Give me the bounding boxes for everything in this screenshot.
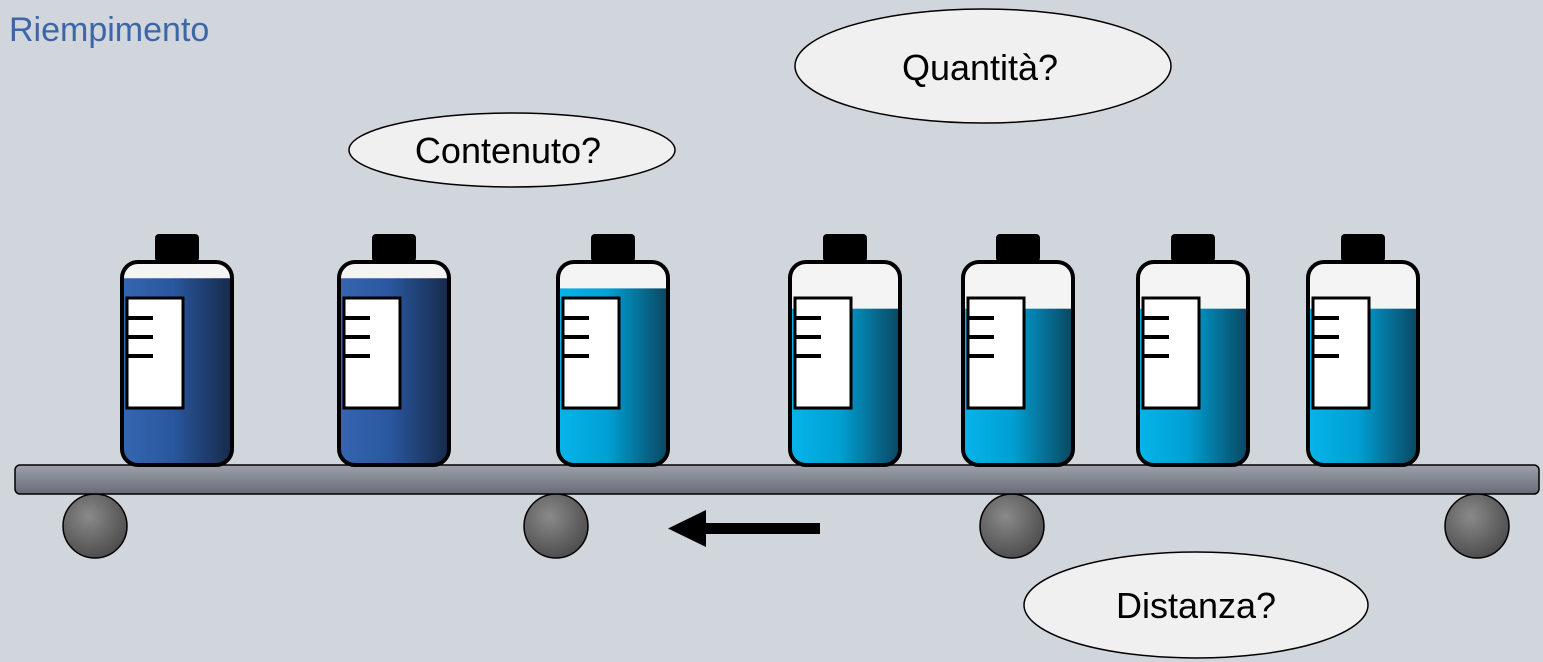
bottle — [1306, 234, 1420, 467]
bubble-distanza-shape — [1023, 551, 1369, 659]
bubble-quantita: Quantità? — [794, 8, 1172, 124]
bottle-cap — [996, 234, 1040, 262]
bottle-cap — [1341, 234, 1385, 262]
bubble-quantita-label: Quantità? — [902, 47, 1058, 88]
bottle — [556, 234, 670, 467]
bottle — [961, 234, 1075, 467]
bottle-cap — [823, 234, 867, 262]
bubble-contenuto-label: Contenuto? — [415, 130, 601, 171]
slide-title: Riempimento — [9, 11, 210, 49]
bottle-label — [342, 296, 402, 410]
bubble-contenuto-shape — [348, 112, 676, 188]
bottle-cap — [155, 234, 199, 262]
wheel — [523, 493, 589, 559]
bubble-distanza: Distanza? — [1023, 551, 1369, 659]
arrow-shaft — [700, 523, 820, 534]
direction-arrow-left-icon — [668, 510, 820, 547]
bottle-label — [1311, 296, 1371, 410]
bottles-group — [120, 234, 1420, 467]
wheel — [979, 493, 1045, 559]
bottle-label — [1141, 296, 1201, 410]
bottle-label — [561, 296, 621, 410]
bubble-distanza-label: Distanza? — [1116, 585, 1276, 626]
bottle — [788, 234, 902, 467]
bottle-cap — [1171, 234, 1215, 262]
bottle-label — [793, 296, 853, 410]
wheel — [62, 493, 128, 559]
bubble-quantita-shape — [794, 8, 1172, 124]
wheel — [1444, 493, 1510, 559]
bottle-cap — [372, 234, 416, 262]
bottle-label — [125, 296, 185, 410]
bottle-label — [966, 296, 1026, 410]
bottle — [120, 234, 234, 467]
bottle — [1136, 234, 1250, 467]
bubble-contenuto: Contenuto? — [348, 112, 676, 188]
conveyor-wheels — [62, 493, 1510, 559]
arrow-head — [668, 510, 706, 547]
bottle-cap — [591, 234, 635, 262]
bottle — [337, 234, 451, 467]
conveyor-belt — [14, 464, 1540, 495]
